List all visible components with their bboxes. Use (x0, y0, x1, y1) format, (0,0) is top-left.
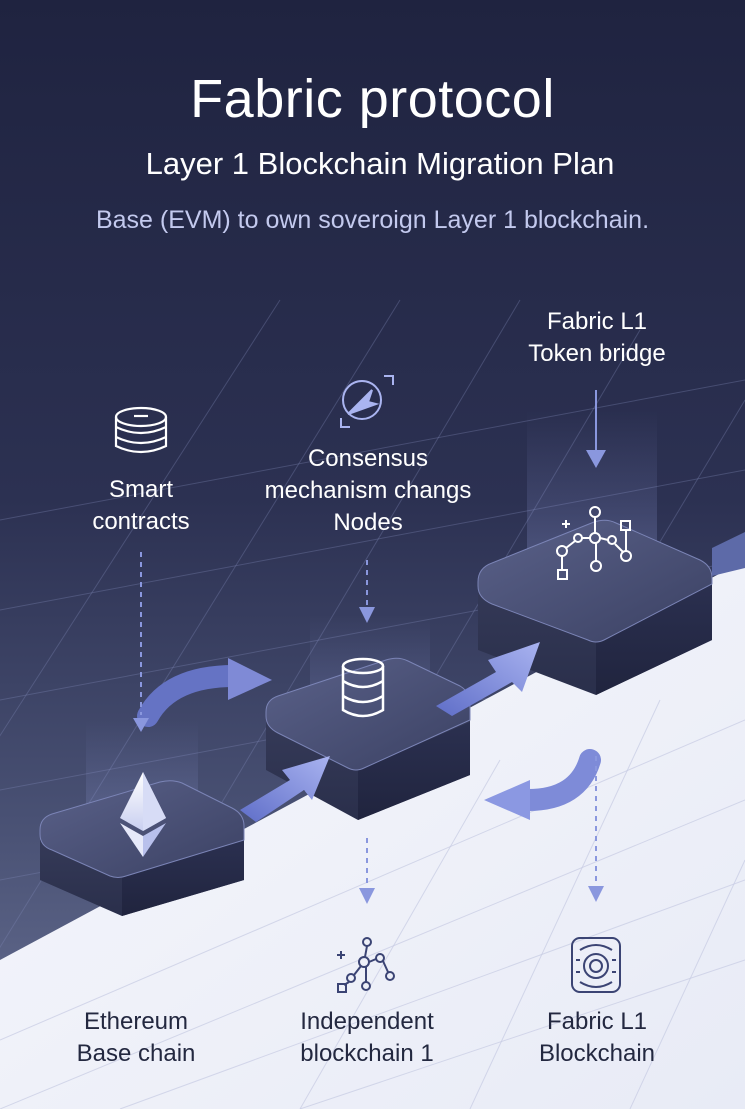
label-line: blockchain 1 (300, 1040, 434, 1067)
curved-arrow-return-head (484, 780, 530, 820)
label-line: Fabric L1 (546, 1008, 648, 1035)
block-fabric (477, 519, 713, 695)
node-label-independent: Independent blockchain 1 (267, 1006, 467, 1070)
input-label-smart-contracts: Smart contracts (60, 474, 222, 538)
dashed-connectors (140, 552, 597, 888)
network-graph-icon-bottom (337, 937, 395, 993)
coin-stack-icon (114, 406, 168, 454)
page-subtitle: Layer 1 Blockchain Migration Plan (145, 146, 615, 181)
curved-arrow-top-head (228, 658, 272, 700)
curved-arrow-return (517, 749, 601, 811)
compass-icon (340, 375, 394, 428)
label-line: Nodes (333, 509, 403, 536)
database-stack-icon (341, 657, 385, 718)
floor-plane (0, 560, 745, 1109)
label-line: mechanism changs (264, 477, 472, 504)
floor-grid (0, 699, 745, 1109)
label-line: Ethereum (83, 1008, 189, 1035)
node-label-ethereum: Ethereum Base chain (46, 1006, 226, 1070)
curved-arrow-top (137, 665, 245, 727)
label-line: Blockchain (538, 1040, 656, 1067)
page-tagline: Base (EVM) to own soveroign Layer 1 bloc… (95, 206, 650, 234)
arrow-independent-to-fabric (436, 642, 540, 716)
label-line: Independent (300, 1008, 434, 1035)
arrow-eth-to-independent (240, 756, 330, 822)
input-label-token-bridge: Fabric L1 Token bridge (488, 306, 706, 370)
label-line: Consensus (307, 445, 429, 472)
label-line: Base chain (76, 1040, 196, 1067)
label-line: Smart (108, 476, 173, 503)
page-title: Fabric protocol (190, 69, 555, 129)
node-label-fabric-l1: Fabric L1 Blockchain (507, 1006, 687, 1070)
arrow-right-edge (712, 532, 745, 576)
connector-arrowheads (133, 607, 604, 904)
arrow-token-bridge-head (586, 450, 606, 468)
network-graph-icon (556, 506, 632, 580)
label-line: Token bridge (528, 340, 666, 367)
label-line: contracts (92, 508, 190, 535)
label-line: Fabric L1 (546, 308, 648, 335)
chip-coin-icon (571, 937, 621, 993)
input-label-consensus: Consensus mechanism changs Nodes (227, 443, 509, 539)
ethereum-diamond-icon (120, 772, 166, 857)
block-independent (265, 657, 471, 820)
